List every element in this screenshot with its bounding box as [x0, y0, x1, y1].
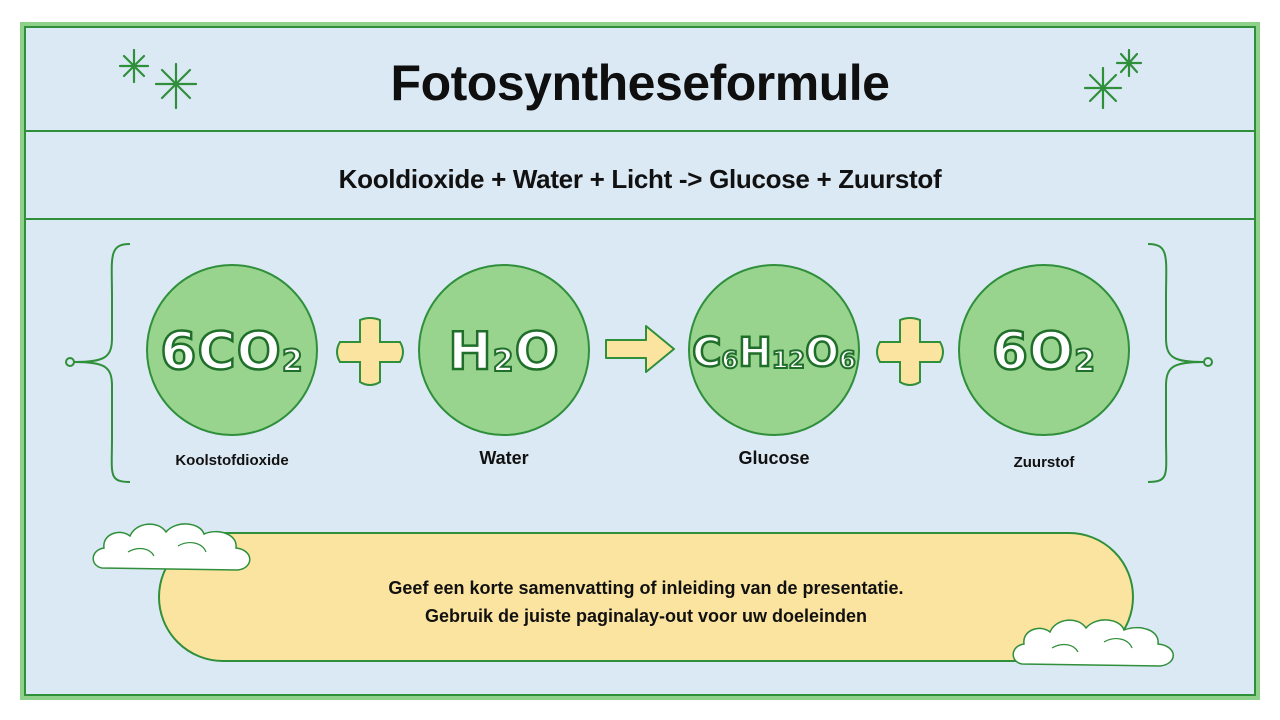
plus-icon: [336, 317, 404, 386]
formula-band: Kooldioxide + Water + Licht -> Glucose +…: [24, 132, 1256, 220]
curly-brace-icon: [65, 243, 131, 483]
cloud-icon: [1012, 619, 1174, 667]
molecule-circle-o2: 6O2: [958, 264, 1130, 436]
page-title: Fotosyntheseformule: [390, 55, 890, 111]
sparkle-icon: [118, 48, 198, 110]
cloud-icon: [92, 523, 251, 571]
formula-co2: 6CO2: [159, 321, 304, 384]
arrow-right-icon: [605, 325, 675, 373]
title-band: Fotosyntheseformule: [24, 26, 1256, 132]
label-h2o: Water: [479, 448, 529, 468]
formula-glucose: C6H12O6: [691, 329, 857, 378]
molecule-circle-glucose: C6H12O6: [688, 264, 860, 436]
formula-o2: 6O2: [991, 321, 1097, 384]
sparkle-icon: [1083, 48, 1143, 110]
molecule-circle-h2o: H2O: [418, 264, 590, 436]
curly-brace-icon: [1147, 243, 1213, 483]
slide: Fotosyntheseformule Kooldioxide + Water …: [20, 22, 1260, 700]
summary-box: Geef een korte samenvatting of inleiding…: [158, 532, 1134, 662]
label-glucose: Glucose: [738, 448, 810, 468]
formula-h2o: H2O: [447, 321, 560, 384]
summary-line-1: Geef een korte samenvatting of inleiding…: [388, 578, 904, 598]
label-co2: Koolstofdioxide: [175, 452, 289, 469]
molecule-circle-co2: 6CO2: [146, 264, 318, 436]
word-equation: Kooldioxide + Water + Licht -> Glucose +…: [338, 164, 942, 194]
summary-line-2: Gebruik de juiste paginalay-out voor uw …: [424, 606, 868, 626]
plus-icon: [876, 317, 944, 386]
label-o2: Zuurstof: [1013, 454, 1075, 471]
